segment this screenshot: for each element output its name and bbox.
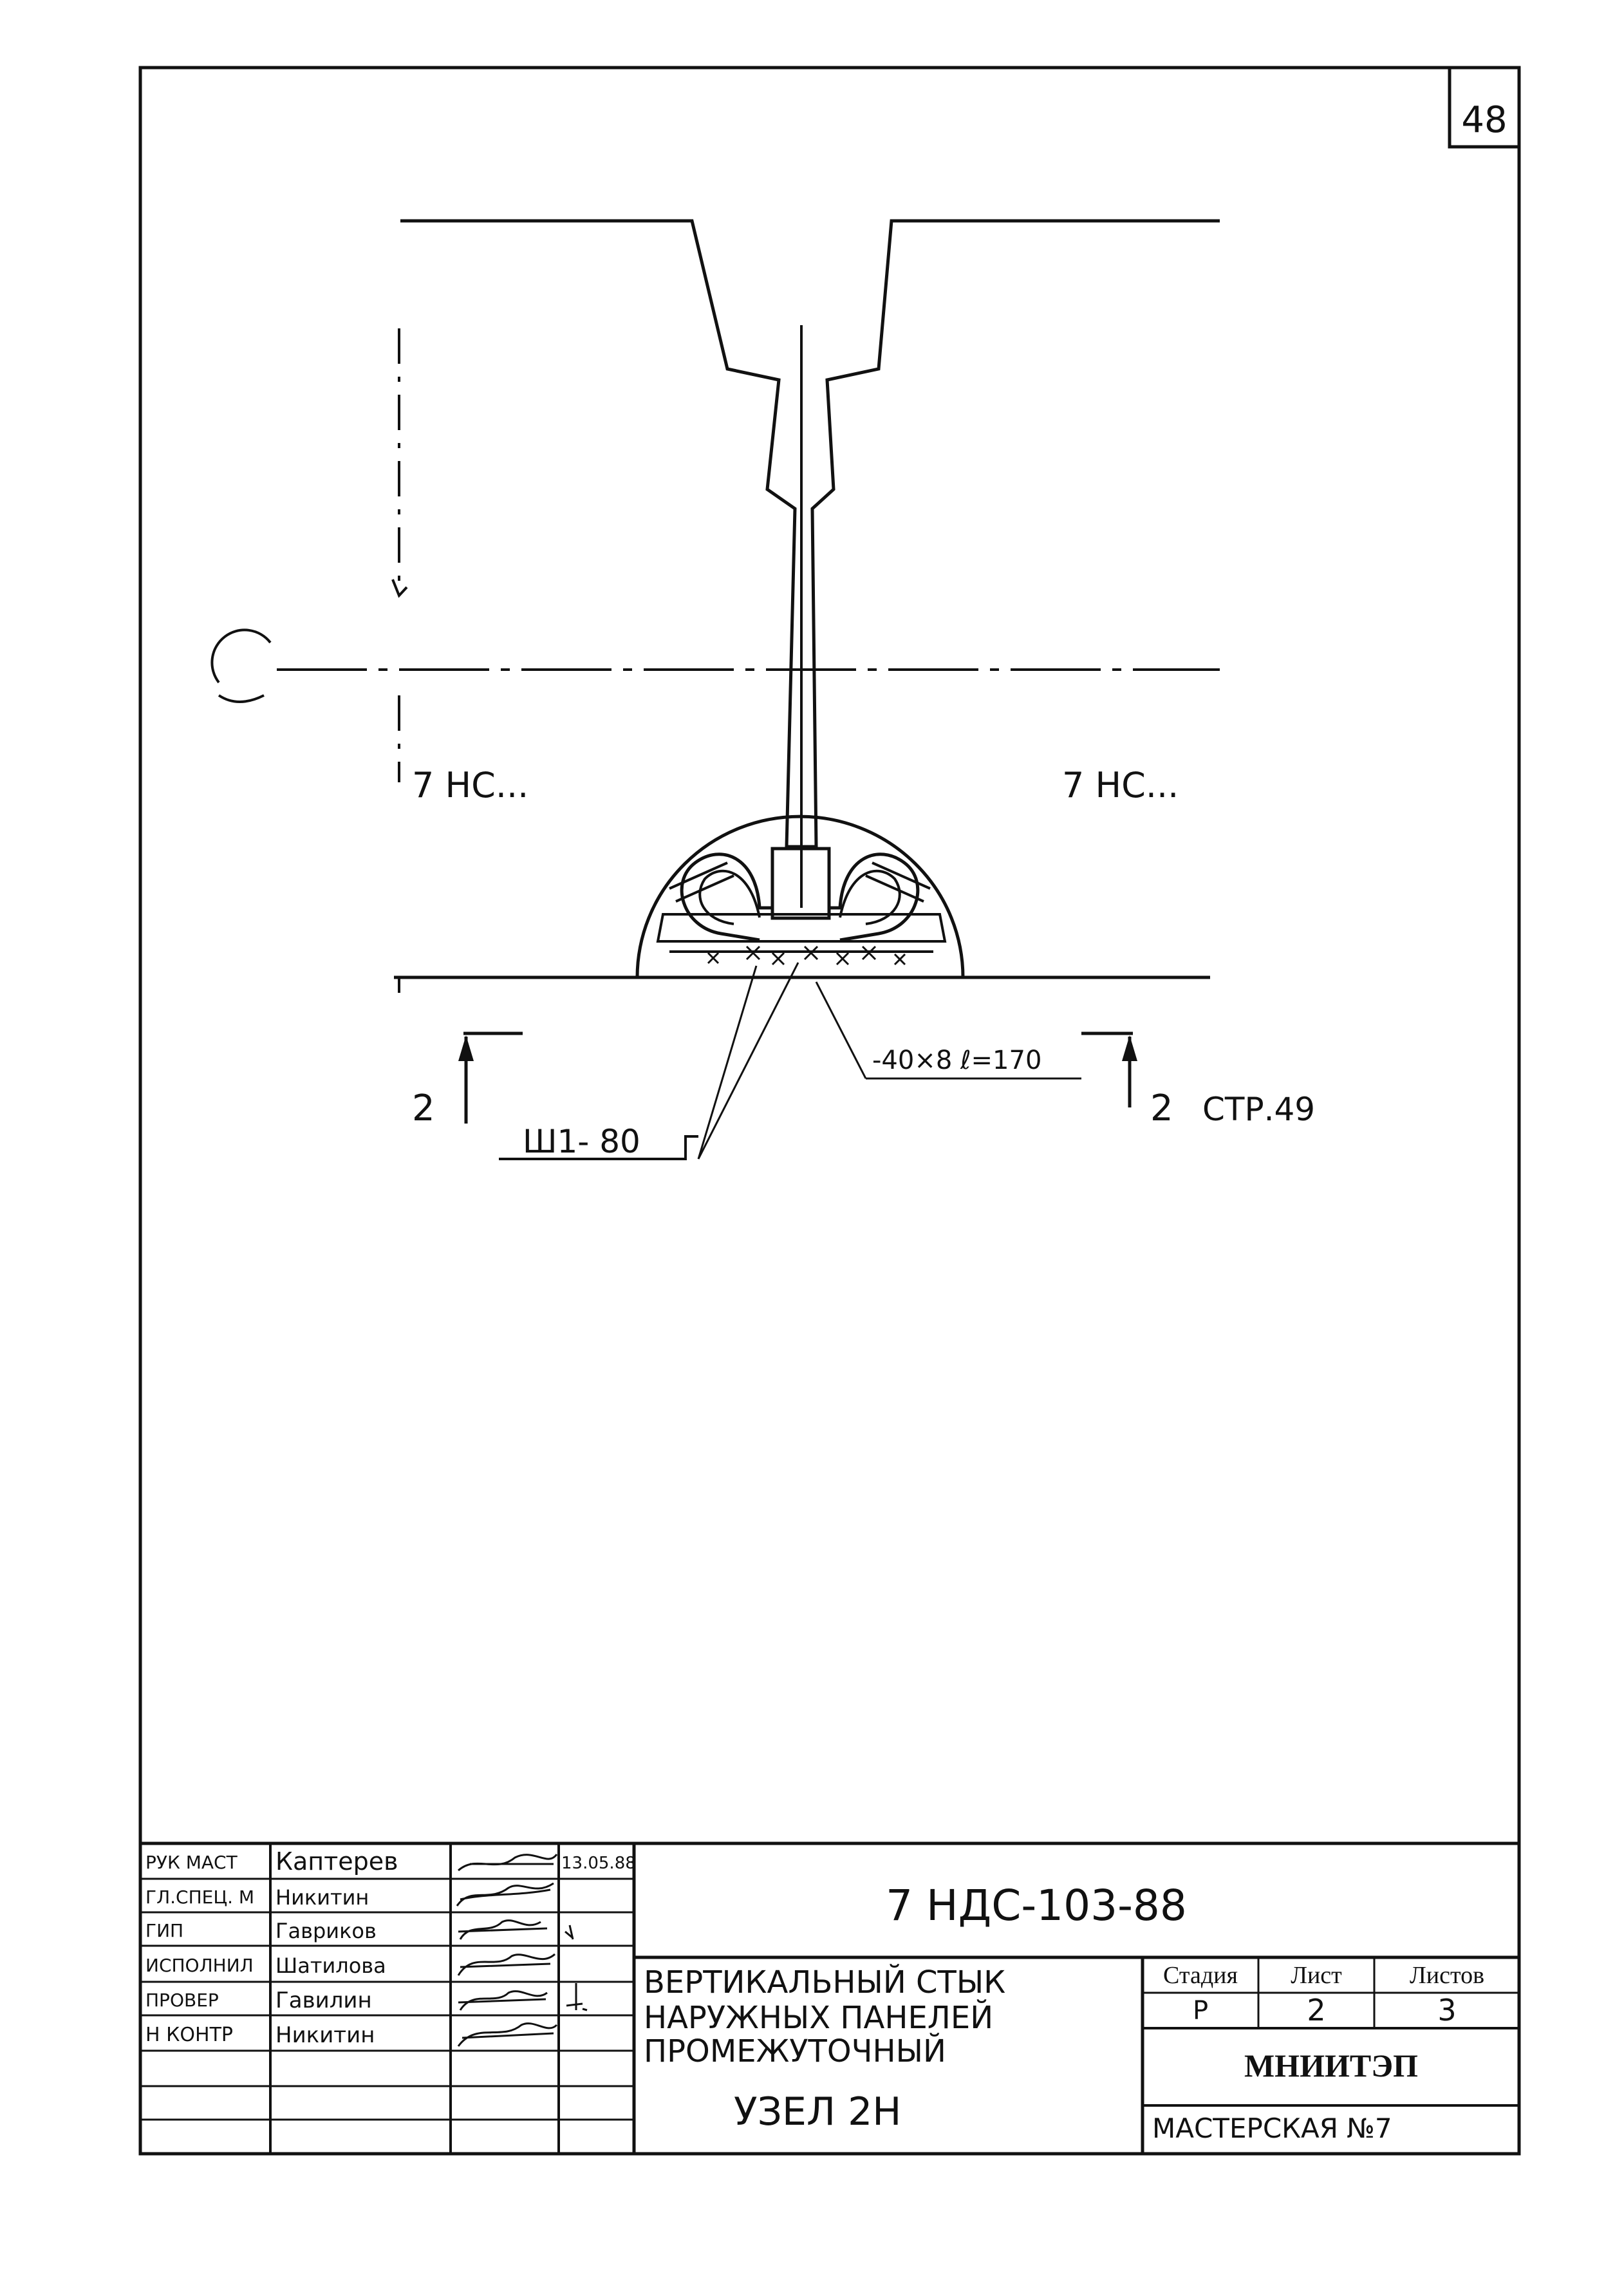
approval-date: 13.05.88 [561, 1854, 636, 1873]
sheets-value: 3 [1437, 1993, 1456, 2028]
role-4: ИСПОЛНИЛ [145, 1955, 254, 1976]
loop-right [829, 852, 920, 942]
stage-value: Р [1193, 1996, 1208, 2026]
name-3: Гавриков [275, 1919, 377, 1943]
section-left-number: 2 [412, 1087, 435, 1129]
document-code: 7 НДС-103-88 [886, 1881, 1187, 1930]
signature-mark-5 [575, 1993, 588, 2011]
break-tick [391, 579, 408, 598]
title-block [140, 1841, 1519, 2154]
loop-left-inner [698, 869, 761, 925]
name-6: Никитин [275, 2022, 375, 2048]
name-1: Каптерев [275, 1847, 398, 1876]
plate-leader [815, 981, 867, 1079]
role-3: ГИП [145, 1920, 183, 1941]
plate-band [656, 913, 947, 943]
role-2: ГЛ.СПЕЦ. М [145, 1887, 254, 1908]
rebar-right-1 [872, 861, 931, 890]
sheet-header: Лист [1291, 1962, 1342, 1989]
signature-2 [456, 1882, 554, 1906]
top-panel-profile [400, 219, 1220, 849]
section-right-ref: СТР.49 [1202, 1091, 1315, 1128]
signature-3 [458, 1919, 548, 1940]
name-4: Шатилова [275, 1953, 386, 1978]
signature-mark-4 [566, 1983, 583, 2007]
node-label: УЗЕЛ 2Н [734, 2089, 901, 2134]
signature-1 [458, 1853, 558, 1872]
organization: МНИИТЭП [1244, 2047, 1418, 2084]
signatures [456, 1853, 588, 2047]
joint-dome [635, 814, 965, 978]
role-6: Н КОНТР [145, 2024, 233, 2046]
weld-marks [707, 945, 906, 966]
weld-label: Ш1- 80 [523, 1123, 640, 1160]
loop-right-inner [839, 869, 901, 925]
sheet-value: 2 [1307, 1993, 1325, 2028]
sheets-header: Листов [1410, 1962, 1484, 1989]
name-5: Гавилин [275, 1988, 372, 2013]
weld-shelf [499, 1135, 698, 1160]
stage-header: Стадия [1163, 1962, 1238, 1989]
panel-left-label: 7 НС... [412, 765, 528, 805]
joint-drawing [210, 219, 1220, 1160]
section-left-arrowhead [458, 1035, 474, 1061]
sheet-number-box: 48 [1448, 68, 1519, 149]
signature-mark-3 [565, 1925, 574, 1940]
drawing-title-line-2: НАРУЖНЫХ ПАНЕЛЕЙ [644, 1999, 993, 2036]
section-right-arrowhead [1122, 1035, 1137, 1061]
signature-6 [457, 2022, 558, 2047]
workshop: МАСТЕРСКАЯ №7 [1152, 2113, 1392, 2144]
role-5: ПРОВЕР [145, 1990, 219, 2011]
role-1: РУК МАСТ [145, 1852, 238, 1873]
weld-leader-2 [697, 962, 799, 1160]
drawing-title-line-1: ВЕРТИКАЛЬНЫЙ СТЫК [644, 1964, 1005, 2000]
rebar-right-2 [865, 874, 924, 903]
sheet-frame [138, 66, 1521, 2156]
signature-4 [457, 1953, 556, 1976]
panel-right-label: 7 НС... [1062, 765, 1179, 805]
loop-left [680, 852, 772, 942]
name-2: Никитин [275, 1885, 369, 1910]
weld-leader-1 [697, 965, 758, 1160]
signature-5 [458, 1990, 548, 2011]
axis-bubble [210, 628, 272, 703]
section-right-number: 2 [1150, 1087, 1173, 1129]
rebar-left-2 [675, 874, 734, 903]
connector-block [770, 847, 831, 920]
rebar-left-1 [669, 861, 728, 890]
sheet-number: 48 [1461, 99, 1507, 141]
drawing-title-line-3: ПРОМЕЖУТОЧНЫЙ [644, 2033, 946, 2069]
plate-label: -40×8 ℓ=170 [872, 1046, 1041, 1075]
